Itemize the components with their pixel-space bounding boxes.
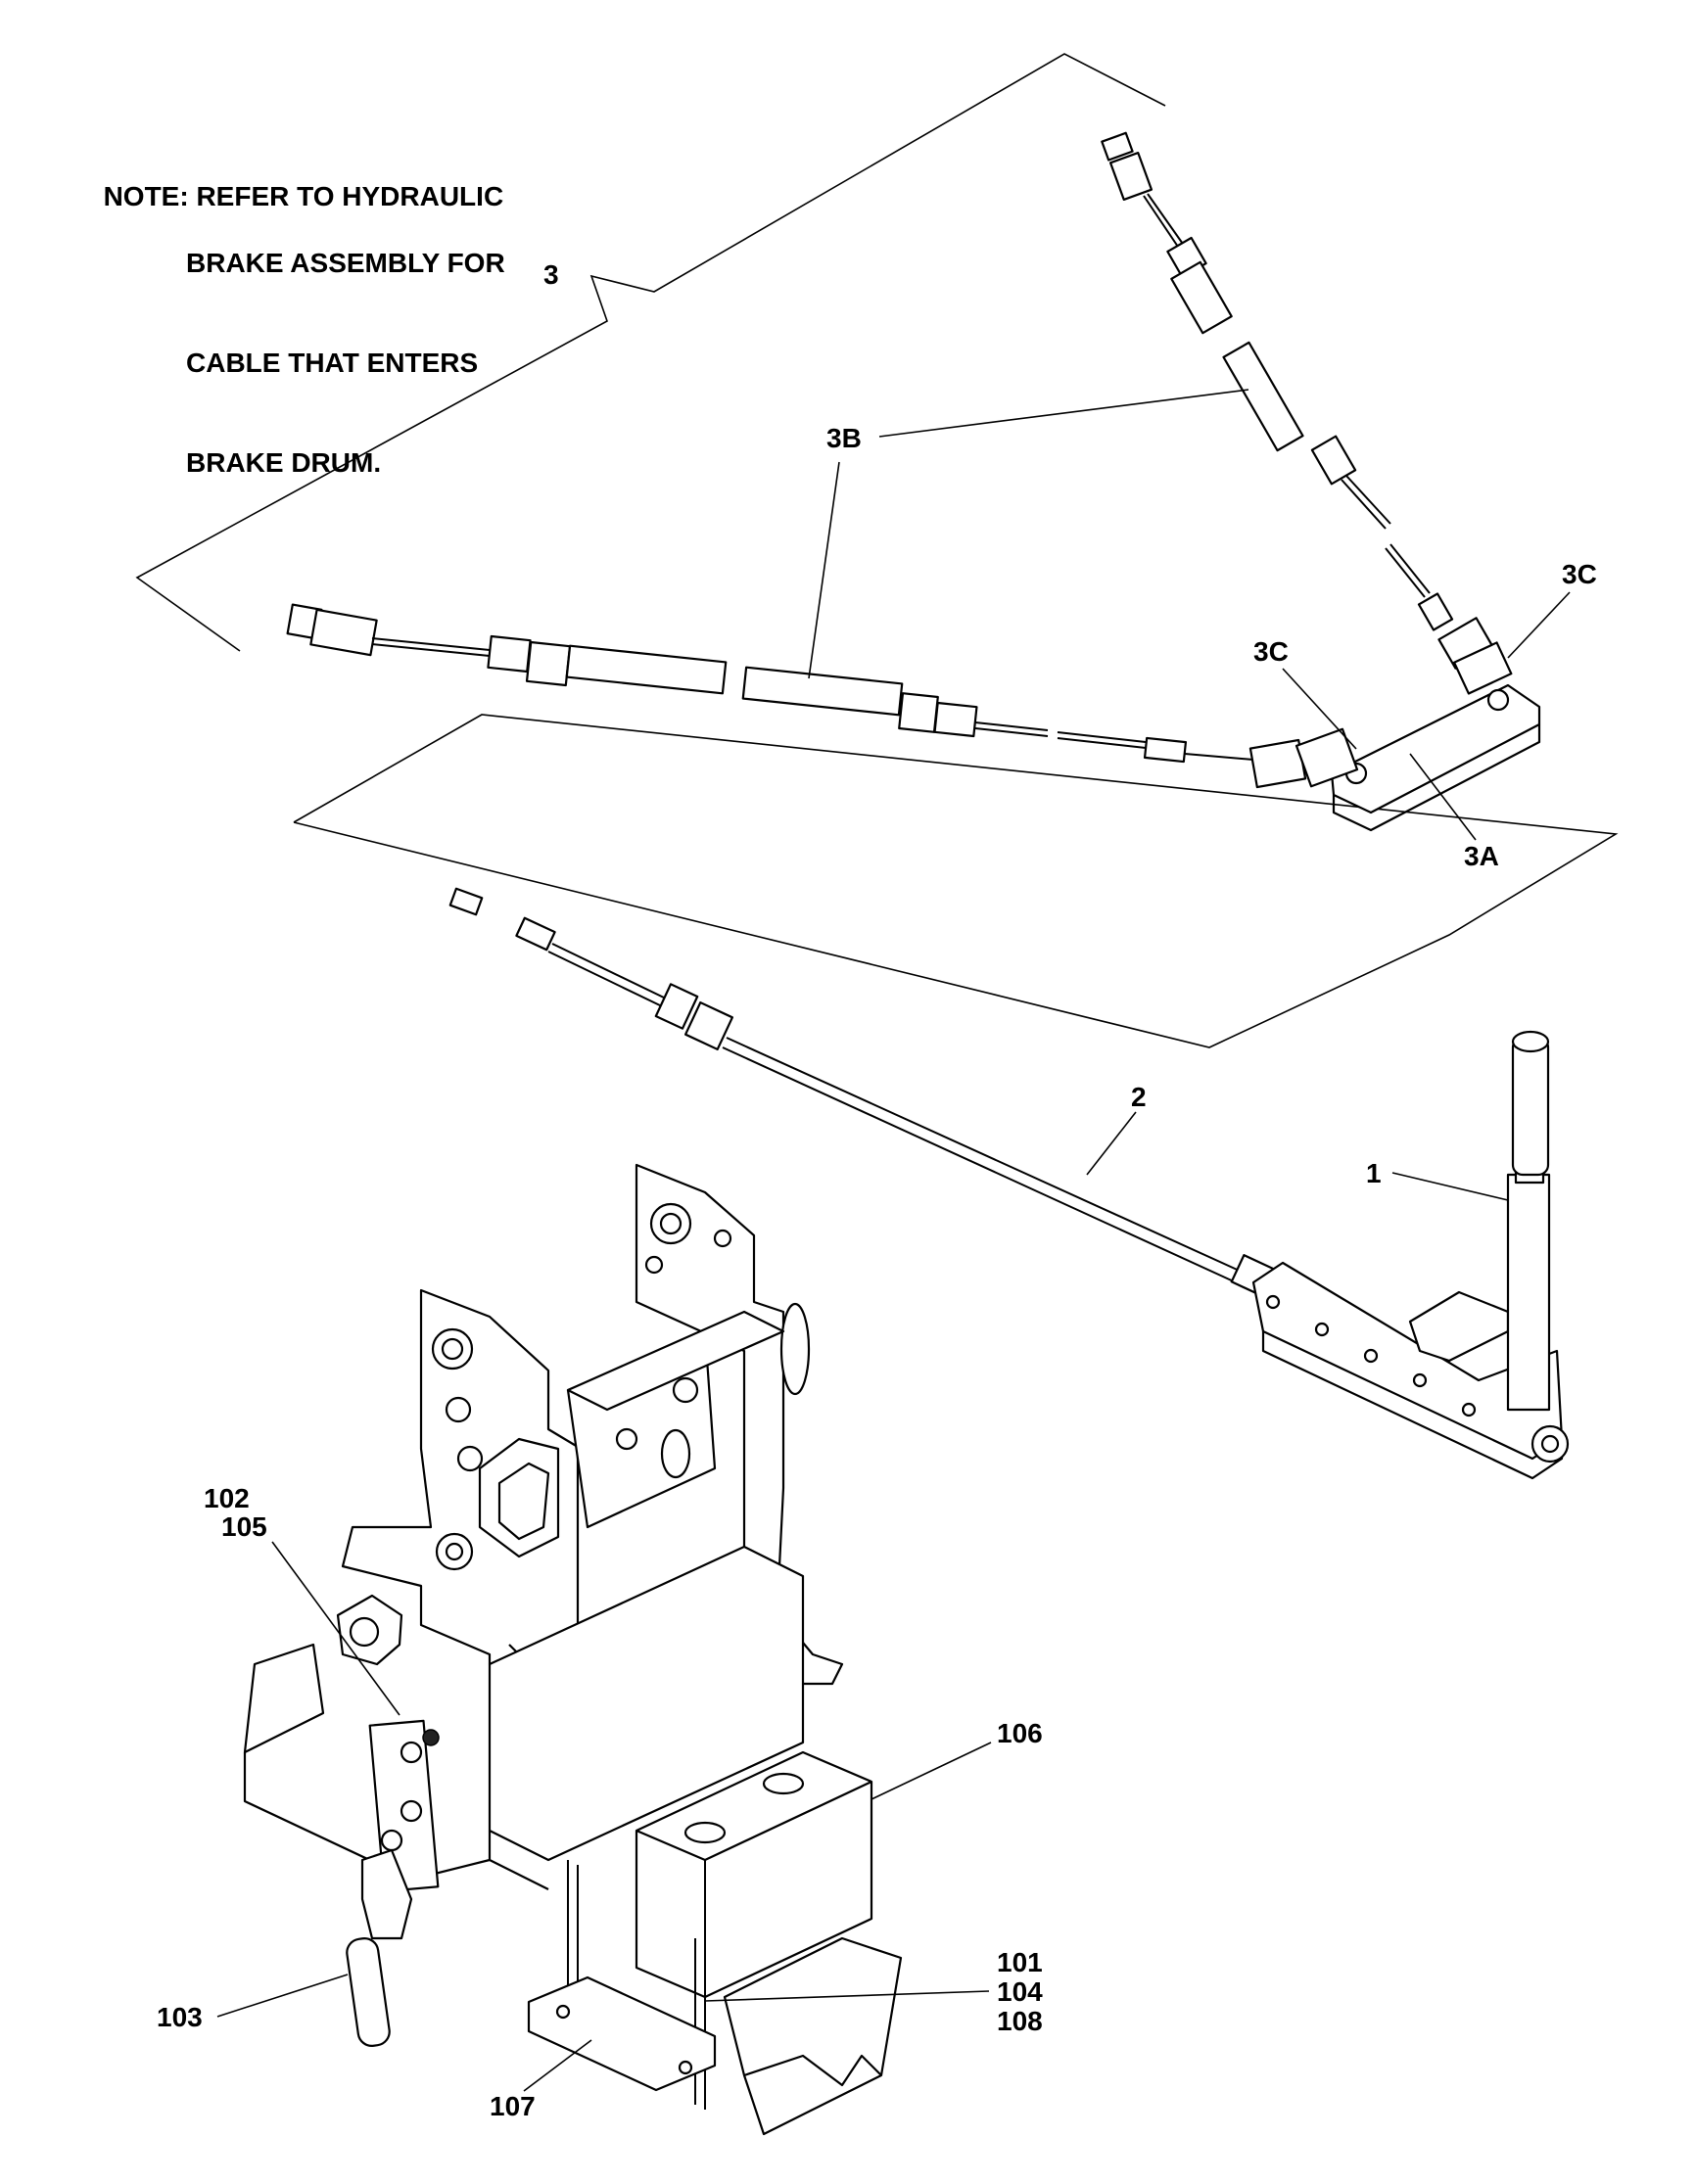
group-3-bracket (135, 53, 1166, 652)
callout-108: 108 (997, 2006, 1043, 2036)
callout-2: 2 (1131, 1082, 1147, 1112)
latch-assembly (336, 1594, 440, 2047)
callout-105: 105 (221, 1511, 267, 1542)
callout-101: 101 (997, 1947, 1043, 1977)
leader-3c-right (1507, 591, 1571, 659)
callout-3b: 3B (826, 423, 862, 453)
callout-107: 107 (490, 2091, 536, 2121)
note-text: NOTE: REFER TO HYDRAULIC BRAKE ASSEMBLY … (88, 147, 505, 513)
leader-3b-lower (808, 461, 840, 679)
left-cable-3b (286, 603, 1359, 789)
note-line-1: NOTE: REFER TO HYDRAULIC (103, 181, 504, 211)
callout-1: 1 (1366, 1158, 1382, 1188)
note-line-2: BRAKE ASSEMBLY FOR (186, 248, 505, 278)
leader-3a (1409, 753, 1477, 841)
leader-107 (523, 2039, 592, 2092)
callout-102: 102 (204, 1483, 250, 1513)
callout-106: 106 (997, 1718, 1043, 1748)
leader-3b-upper (878, 389, 1249, 438)
leader-2 (1086, 1111, 1137, 1176)
leader-1 (1391, 1172, 1509, 1201)
leader-3c-left (1282, 668, 1357, 750)
callout-103: 103 (157, 2002, 203, 2032)
callout-3c-right: 3C (1562, 559, 1597, 589)
leader-106 (871, 1742, 992, 1800)
mounting-frame (341, 1163, 844, 1890)
callout-3: 3 (543, 259, 559, 290)
callout-3a: 3A (1464, 841, 1499, 871)
callout-104: 104 (997, 1976, 1043, 2007)
leader-102-105 (271, 1541, 400, 1716)
lever-plate-3a (1330, 641, 1541, 832)
leader-103 (216, 1974, 349, 2018)
upper-cable-3b (1101, 131, 1494, 670)
callout-3c-left: 3C (1253, 636, 1289, 667)
hand-lever-1 (1251, 1030, 1570, 1480)
note-line-4: BRAKE DRUM. (186, 447, 382, 478)
leader-101-104-108 (704, 1990, 990, 2002)
tube-106 (635, 1750, 873, 1999)
cable-2 (448, 887, 1285, 1301)
note-line-3: CABLE THAT ENTERS (186, 348, 479, 378)
hitch-tube (243, 1643, 903, 2136)
u-bolt-assembly (527, 1860, 717, 2110)
group-2-bracket (293, 714, 1619, 1048)
